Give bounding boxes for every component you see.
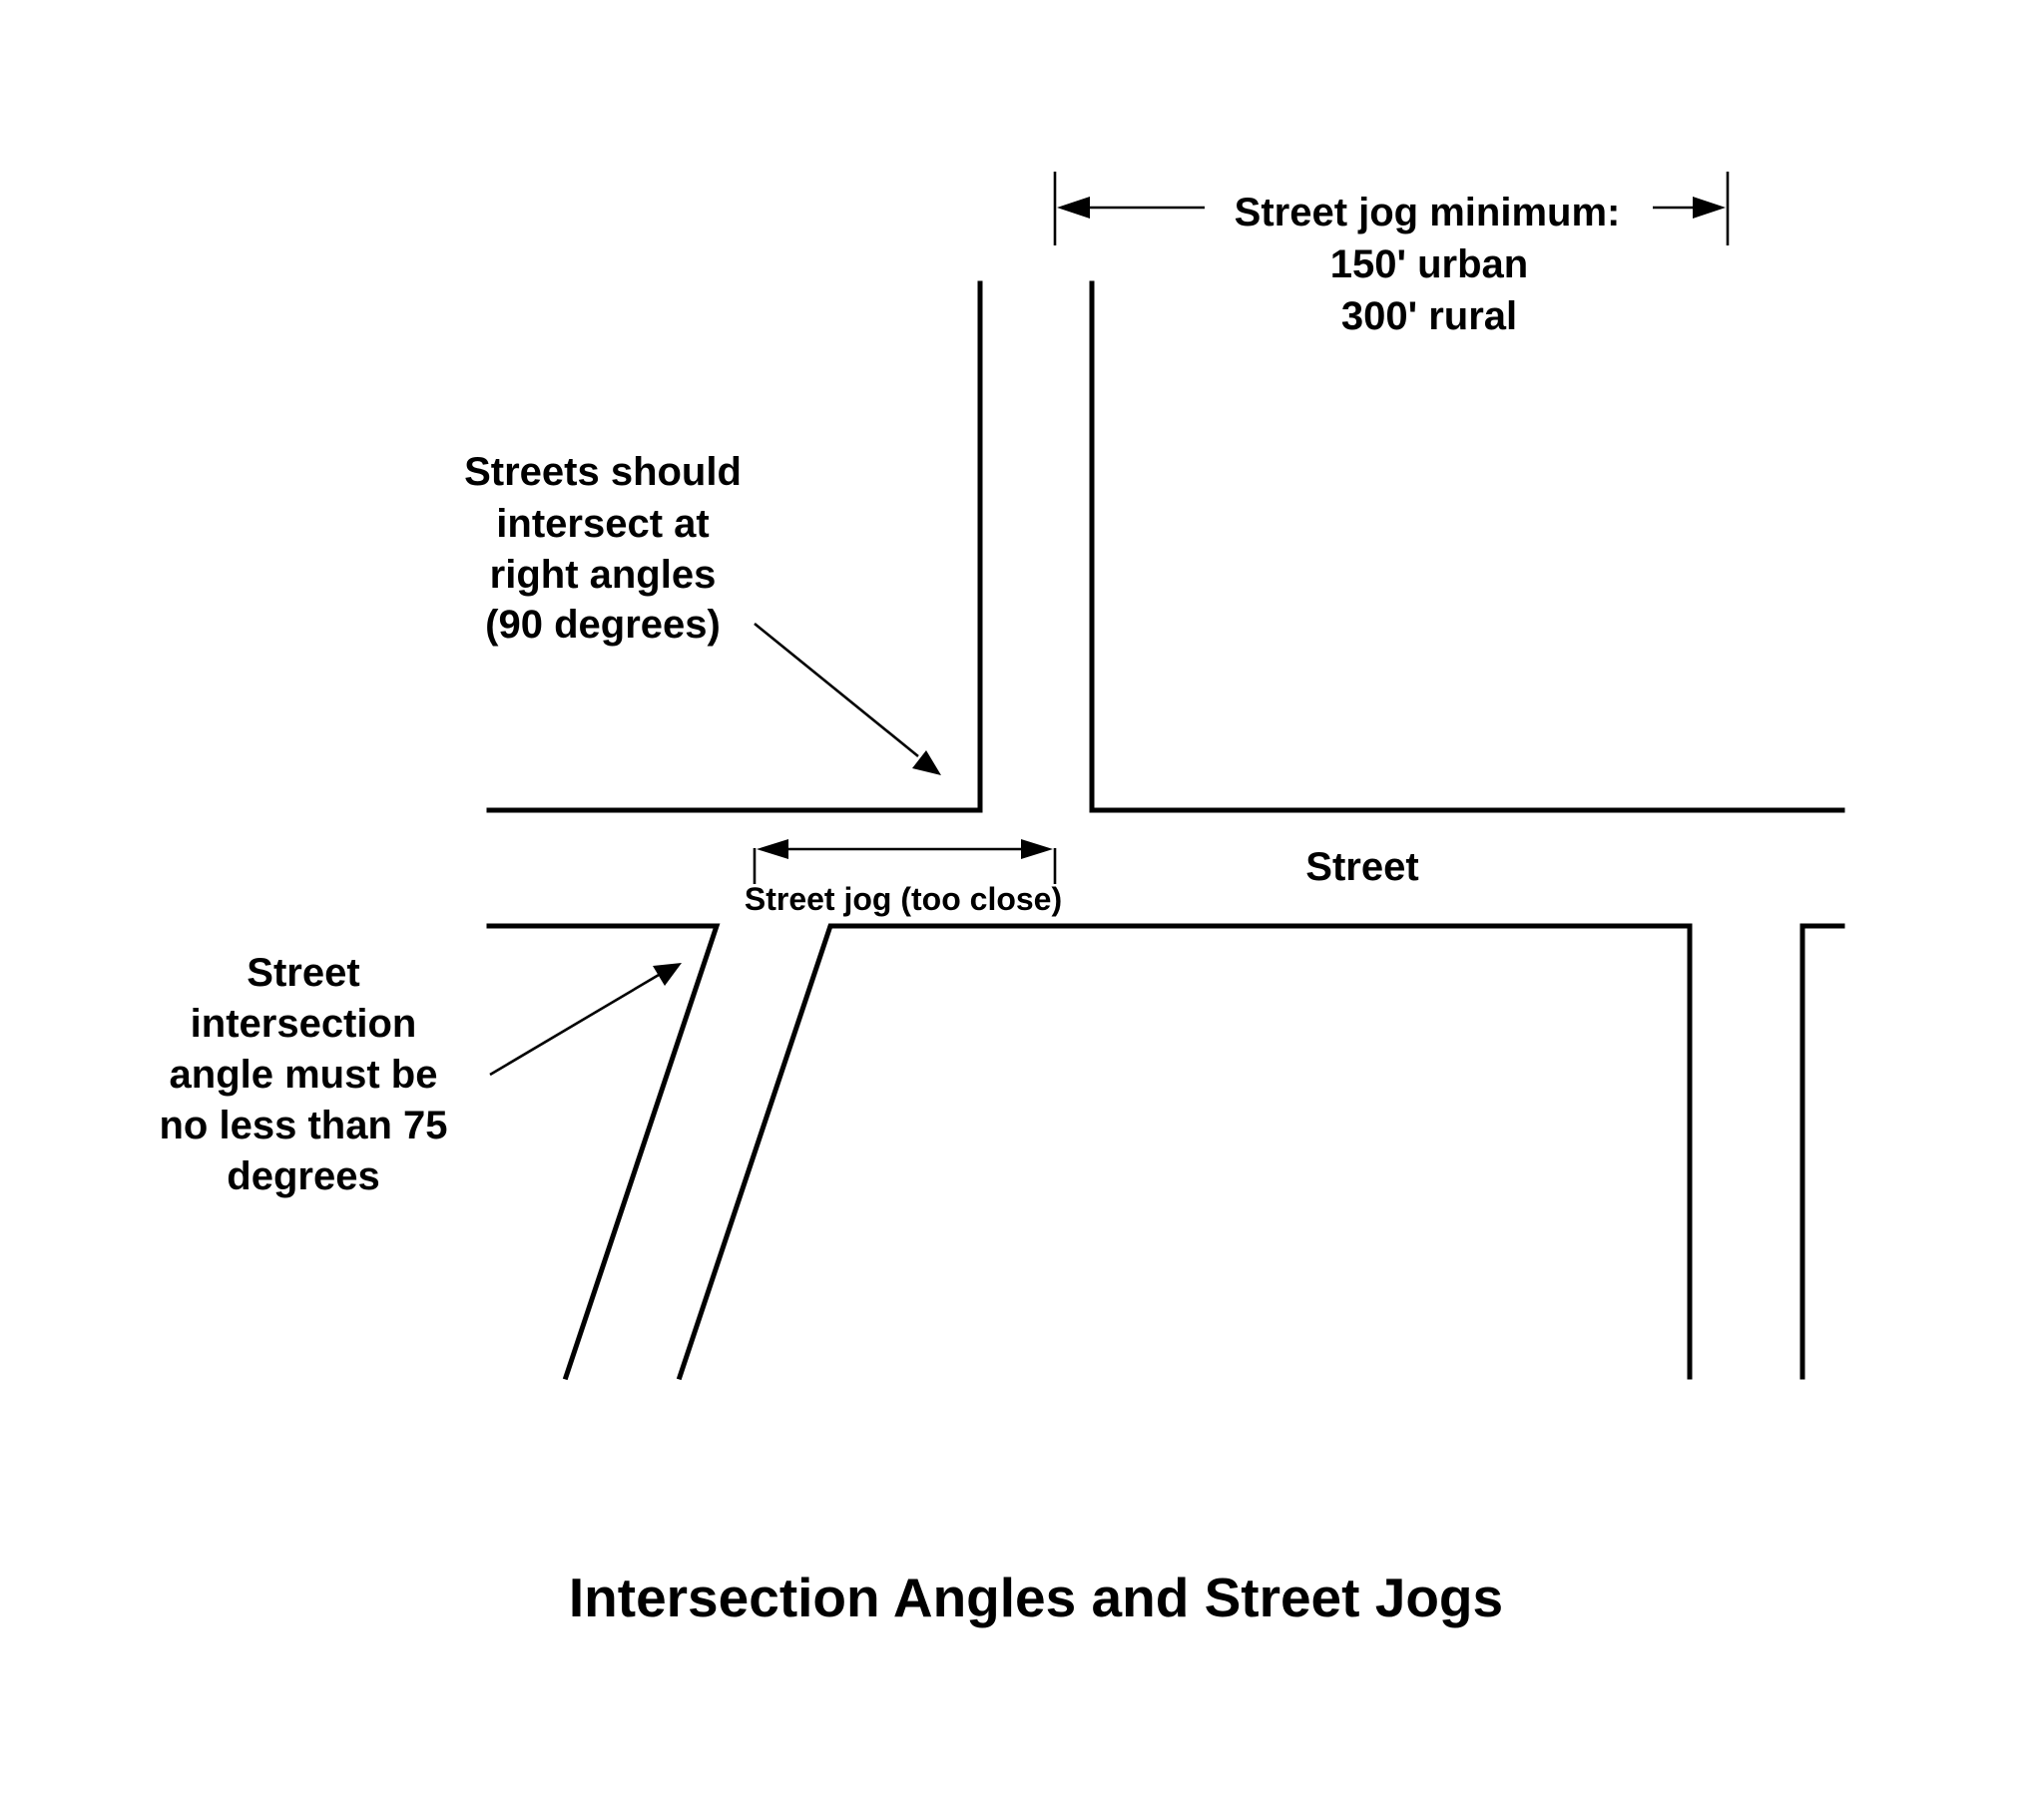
right-angle-note-line-4: (90 degrees) [485, 603, 721, 647]
jog-minimum-label: Street jog minimum: [1235, 191, 1621, 234]
diagram-title: Intersection Angles and Street Jogs [569, 1567, 1503, 1628]
jog-urban-label: 150' urban [1330, 242, 1528, 286]
right-angle-pointer-line [754, 622, 919, 758]
angle-note: Street intersection angle must be no les… [160, 951, 682, 1198]
angled-street-right-edge [676, 923, 1693, 1381]
angle-pointer-line [489, 973, 660, 1077]
angle-note-line-2: intersection [191, 1002, 417, 1046]
road-edges [486, 280, 1845, 1381]
jog-too-close-dimension: Street jog (too close) [745, 839, 1062, 917]
right-angle-note-line-1: Streets should [464, 450, 742, 494]
vertical-street-right-edge [1089, 280, 1845, 813]
angle-note-line-5: degrees [227, 1154, 379, 1198]
right-angle-note-line-3: right angles [490, 553, 717, 597]
angle-note-line-1: Street [247, 951, 359, 995]
angle-note-line-4: no less than 75 [160, 1104, 448, 1147]
right-vertical-street-edge [1799, 923, 1845, 1380]
angled-street-left-edge [486, 923, 721, 1381]
vertical-street-left-edge [486, 280, 983, 813]
too-close-left-arrowhead-icon [757, 839, 788, 859]
too-close-right-arrowhead-icon [1021, 839, 1053, 859]
right-angle-note: Streets should intersect at right angles… [464, 450, 941, 775]
right-angle-arrowhead-icon [912, 750, 941, 775]
angle-arrowhead-icon [653, 963, 682, 986]
jog-too-close-label: Street jog (too close) [745, 881, 1062, 917]
right-arrowhead-icon [1693, 197, 1726, 219]
jog-minimum-dimension: Street jog minimum: 150' urban 300' rura… [1053, 172, 1730, 338]
jog-rural-label: 300' rural [1341, 294, 1517, 338]
right-angle-note-line-2: intersect at [496, 502, 709, 546]
left-arrowhead-icon [1057, 197, 1090, 219]
angle-note-line-3: angle must be [170, 1053, 438, 1097]
street-label: Street [1305, 845, 1418, 889]
